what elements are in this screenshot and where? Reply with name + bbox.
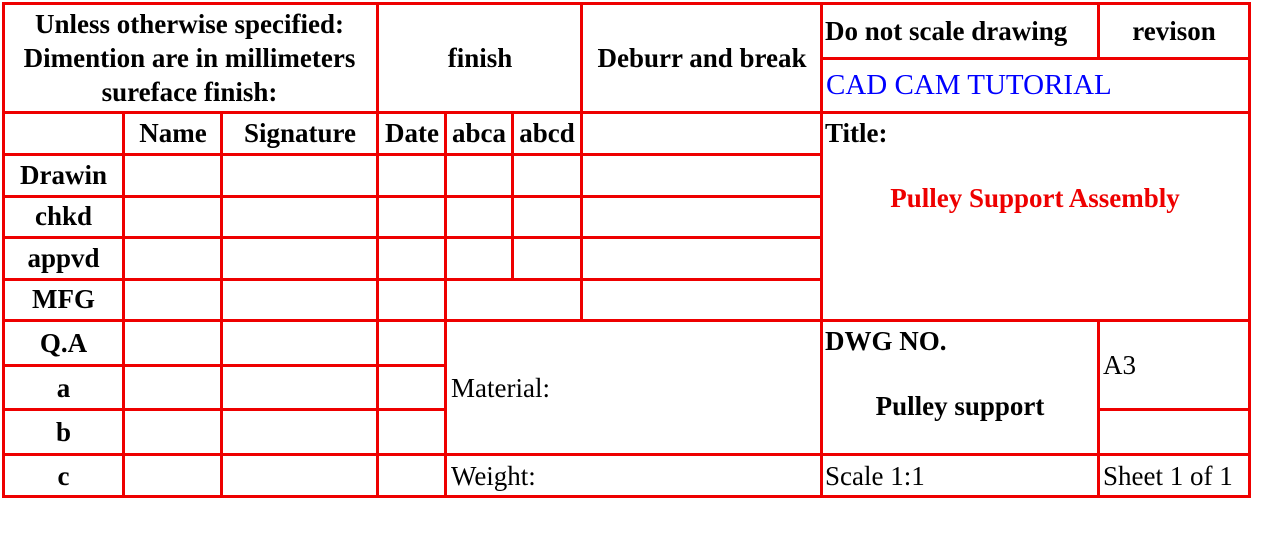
row-label-a: a — [56, 373, 71, 403]
title-label: Title: — [825, 118, 888, 148]
grid-line-v — [580, 2, 583, 319]
grid-line-h — [820, 57, 1251, 60]
dwg-no-label: DWG NO. — [825, 326, 947, 356]
grid-line-v — [511, 111, 514, 278]
header-name: Name — [139, 118, 207, 148]
scale: Scale 1:1 — [825, 461, 925, 491]
row-label-qa: Q.A — [39, 328, 88, 358]
grid-line-v — [2, 2, 5, 498]
grid-line-h — [2, 153, 822, 156]
company-name: CAD CAM TUTORIAL — [826, 68, 1112, 101]
grid-line-v — [1248, 2, 1251, 498]
sheet-number: Sheet 1 of 1 — [1103, 461, 1233, 491]
grid-line-v — [820, 2, 823, 498]
row-label-c: c — [57, 461, 70, 491]
header-signature: Signature — [243, 118, 357, 148]
row-label-drawin: Drawin — [20, 160, 107, 190]
header-abcd: abcd — [519, 118, 575, 148]
grid-line-h — [2, 195, 822, 198]
grid-line-v — [122, 111, 125, 498]
grid-line-h — [2, 495, 1251, 498]
tolerance-note-line2: Dimention are in millimeters — [23, 43, 356, 73]
header-abca: abca — [452, 118, 506, 148]
grid-line-h — [2, 2, 1251, 5]
grid-line-h — [2, 453, 1251, 456]
header-date: Date — [385, 118, 439, 148]
grid-line-h — [2, 111, 1251, 114]
grid-line-v — [376, 2, 379, 498]
grid-line-v — [444, 111, 447, 498]
row-label-b: b — [55, 417, 72, 447]
grid-line-v — [220, 111, 223, 498]
grid-line-h — [2, 319, 1251, 322]
weight-label: Weight: — [451, 461, 536, 491]
title-value: Pulley Support Assembly — [890, 183, 1180, 213]
grid-line-h — [2, 278, 822, 281]
grid-line-h — [2, 408, 447, 411]
finish-label: finish — [447, 43, 513, 73]
grid-line-v — [1097, 319, 1100, 498]
grid-line-h — [2, 236, 822, 239]
sheet-size: A3 — [1103, 350, 1136, 380]
deburr-label: Deburr and break — [597, 43, 807, 73]
tolerance-note: Unless otherwise specified: Dimention ar… — [5, 6, 374, 110]
material-label: Material: — [451, 372, 550, 403]
dwg-no-value: Pulley support — [875, 391, 1045, 421]
row-label-chkd: chkd — [34, 201, 93, 231]
do-not-scale-label: Do not scale drawing — [825, 16, 1068, 46]
grid-line-h — [1098, 408, 1251, 411]
row-label-mfg: MFG — [32, 284, 95, 314]
grid-line-h — [2, 364, 447, 367]
grid-line-v — [1097, 2, 1100, 57]
revision-label: revison — [1132, 16, 1216, 46]
tolerance-note-line3: sureface finish: — [101, 77, 278, 107]
tolerance-note-line1: Unless otherwise specified: — [35, 9, 344, 39]
row-label-appvd: appvd — [27, 243, 100, 273]
